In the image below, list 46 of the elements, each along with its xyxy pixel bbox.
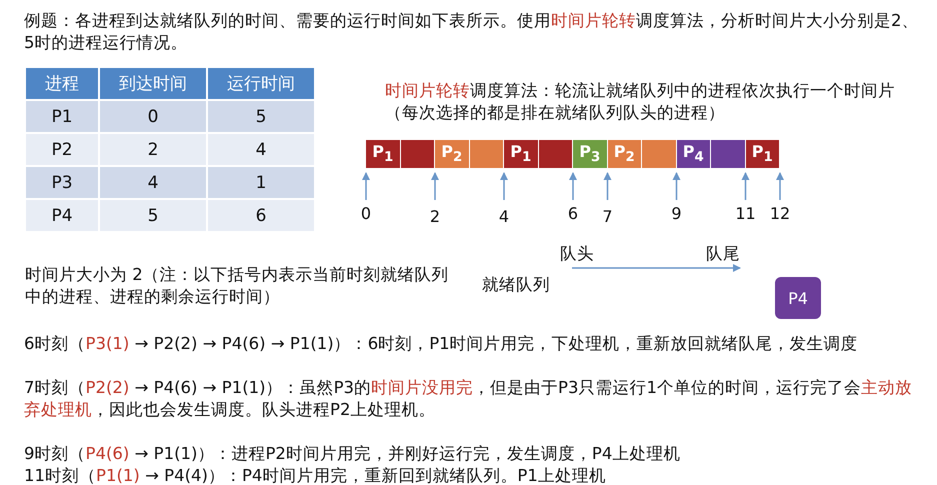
table-cell: 1 — [208, 167, 314, 198]
time-label: 0 — [360, 204, 372, 223]
gantt-block: P$_{3}$ — [573, 140, 608, 168]
time-label: 11 — [735, 204, 756, 223]
time-label: 12 — [770, 204, 790, 223]
gantt-block: P$_{1}$ — [366, 140, 400, 168]
table-cell: 5 — [208, 101, 314, 132]
gantt-block — [642, 140, 676, 168]
event-text: 9时刻（P4(6) → P1(1)）：进程P2时间片用完，并刚好运行完，发生调度，P4上处理机 — [24, 443, 682, 465]
time-label: 4 — [498, 207, 510, 226]
queue-tail-label: 队尾 — [706, 243, 740, 265]
event-text: 6时刻（P3(1) → P2(2) → P4(6) → P1(1)）：6时刻，P1时间片用完，下处理机，重新放回就绪队尾，发生调度 — [24, 333, 859, 355]
time-label: 7 — [602, 207, 613, 226]
gantt-block: P$_{4}$ — [676, 140, 711, 168]
table-cell: 4 — [208, 134, 314, 165]
gantt-block — [470, 140, 504, 168]
time-label: 6 — [568, 204, 578, 223]
table-cell: P3 — [26, 167, 98, 198]
table-cell: 0 — [100, 101, 206, 132]
table-cell: P2 — [26, 134, 98, 165]
table-cell: 4 — [100, 167, 206, 198]
note-text: 时间片大小为 2（注：以下括号内表示当前时刻就绪队列中的进程、进程的剩余运行时间） — [25, 264, 450, 308]
gantt-block — [400, 140, 435, 168]
table-header-cell: 到达时间 — [100, 68, 206, 99]
gantt-block: P$_{2}$ — [608, 140, 642, 168]
time-label: 9 — [671, 204, 682, 223]
table-cell: P4 — [26, 200, 98, 231]
gantt-block: P$_{1}$ — [504, 140, 538, 168]
process-box: P4 — [775, 277, 821, 319]
gantt-block — [538, 140, 573, 168]
definition-text: 时间片轮转调度算法：轮流让就绪队列中的进程依次执行一个时间片（每次选择的都是排在就绪队列队头的进程） — [385, 80, 896, 124]
queue-head-label: 队头 — [560, 243, 594, 265]
problem-text: 例题：各进程到达就绪队列的时间、需要的运行时间如下表所示。使用时间片轮转调度算法，分析时间片大小分别是2、5时的进程运行情况。 — [24, 10, 919, 54]
queue-label: 就绪队列 — [482, 274, 550, 296]
table-cell: 6 — [208, 200, 314, 231]
gantt-block: P$_{1}$ — [746, 140, 780, 168]
gantt-block — [711, 140, 746, 168]
event-text: 11时刻（P1(1) → P4(4)）：P4时间片用完，重新回到就绪队列。P1上处理机 — [24, 465, 607, 485]
table-cell: P1 — [26, 101, 98, 132]
table-header-cell: 运行时间 — [208, 68, 314, 99]
gantt-block: P$_{2}$ — [435, 140, 470, 168]
table-cell: 5 — [100, 200, 206, 231]
event-text: 7时刻（P2(2) → P4(6) → P1(1)）：虽然P3的时间片没用完，但是由于P3只需运行1个单位的时间，运行完了会主动放弃处理机，因此也会发生调度。队头进程P2上处理机。 — [24, 377, 913, 421]
time-label: 2 — [430, 207, 440, 226]
table-cell: 2 — [100, 134, 206, 165]
table-header-cell: 进程 — [26, 68, 98, 99]
